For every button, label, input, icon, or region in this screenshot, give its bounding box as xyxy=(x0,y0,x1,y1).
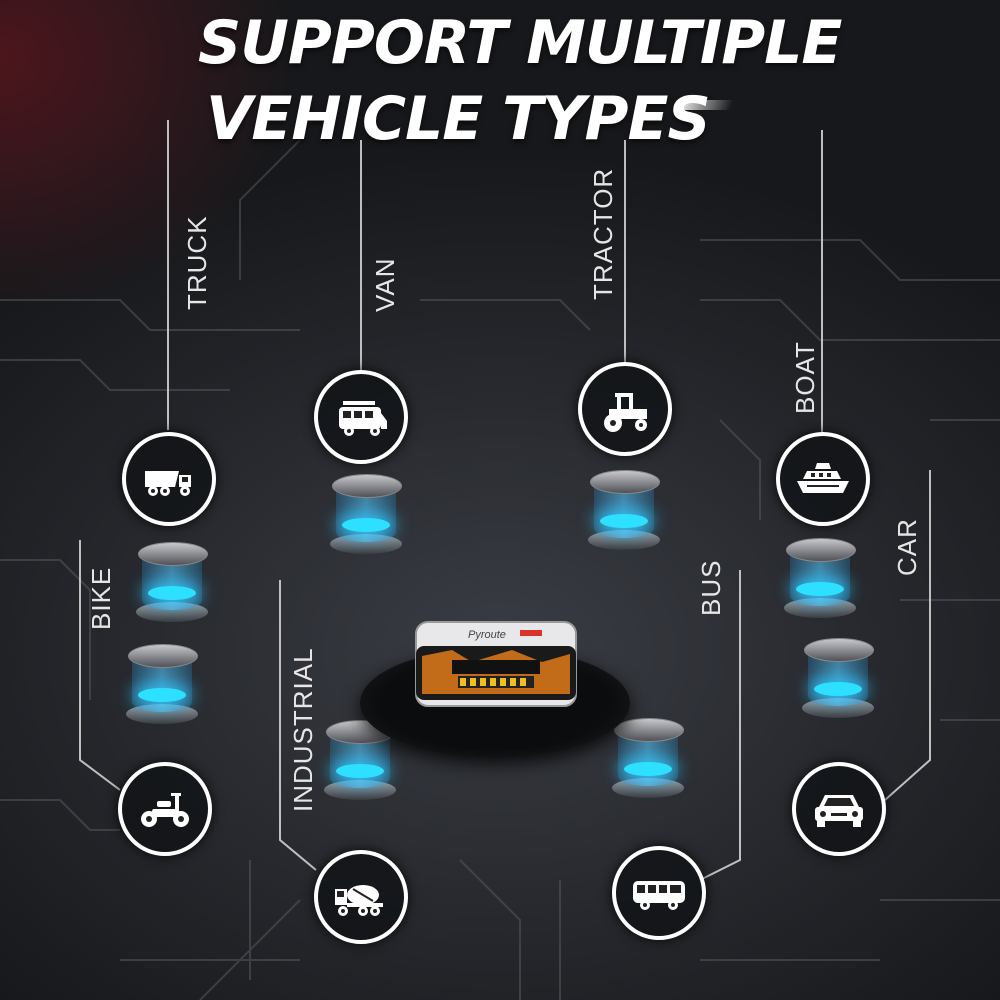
glow-cylinder xyxy=(324,720,396,800)
bus-icon xyxy=(612,846,706,940)
label-boat: BOAT xyxy=(790,341,820,414)
car-icon xyxy=(792,762,886,856)
glow-cylinder xyxy=(784,538,856,618)
label-industrial: INDUSTRIAL xyxy=(288,647,318,812)
label-van: VAN xyxy=(370,257,400,312)
glow-cylinder xyxy=(136,542,208,622)
glow-cylinder xyxy=(126,644,198,724)
headline-line-1: SUPPORT MULTIPLE xyxy=(198,8,842,78)
cement-mixer-icon xyxy=(314,850,408,944)
label-truck: TRUCK xyxy=(182,215,212,310)
glow-cylinder xyxy=(330,474,402,554)
device-brand: Pyroute xyxy=(468,629,506,641)
dump-truck-icon xyxy=(122,432,216,526)
glow-cylinder xyxy=(612,718,684,798)
headline-line-2: VEHICLE TYPES xyxy=(206,84,711,154)
yacht-icon xyxy=(776,432,870,526)
glow-cylinder xyxy=(588,470,660,550)
glow-cylinder xyxy=(802,638,874,718)
tractor-icon xyxy=(578,362,672,456)
headline-accent-stroke xyxy=(674,100,734,110)
label-bike: BIKE xyxy=(86,566,116,630)
obd-device: Pyroute xyxy=(415,621,577,707)
scooter-icon xyxy=(118,762,212,856)
van-icon xyxy=(314,370,408,464)
label-tractor: TRACTOR xyxy=(588,167,618,300)
label-bus: BUS xyxy=(696,559,726,616)
label-car: CAR xyxy=(892,518,922,576)
